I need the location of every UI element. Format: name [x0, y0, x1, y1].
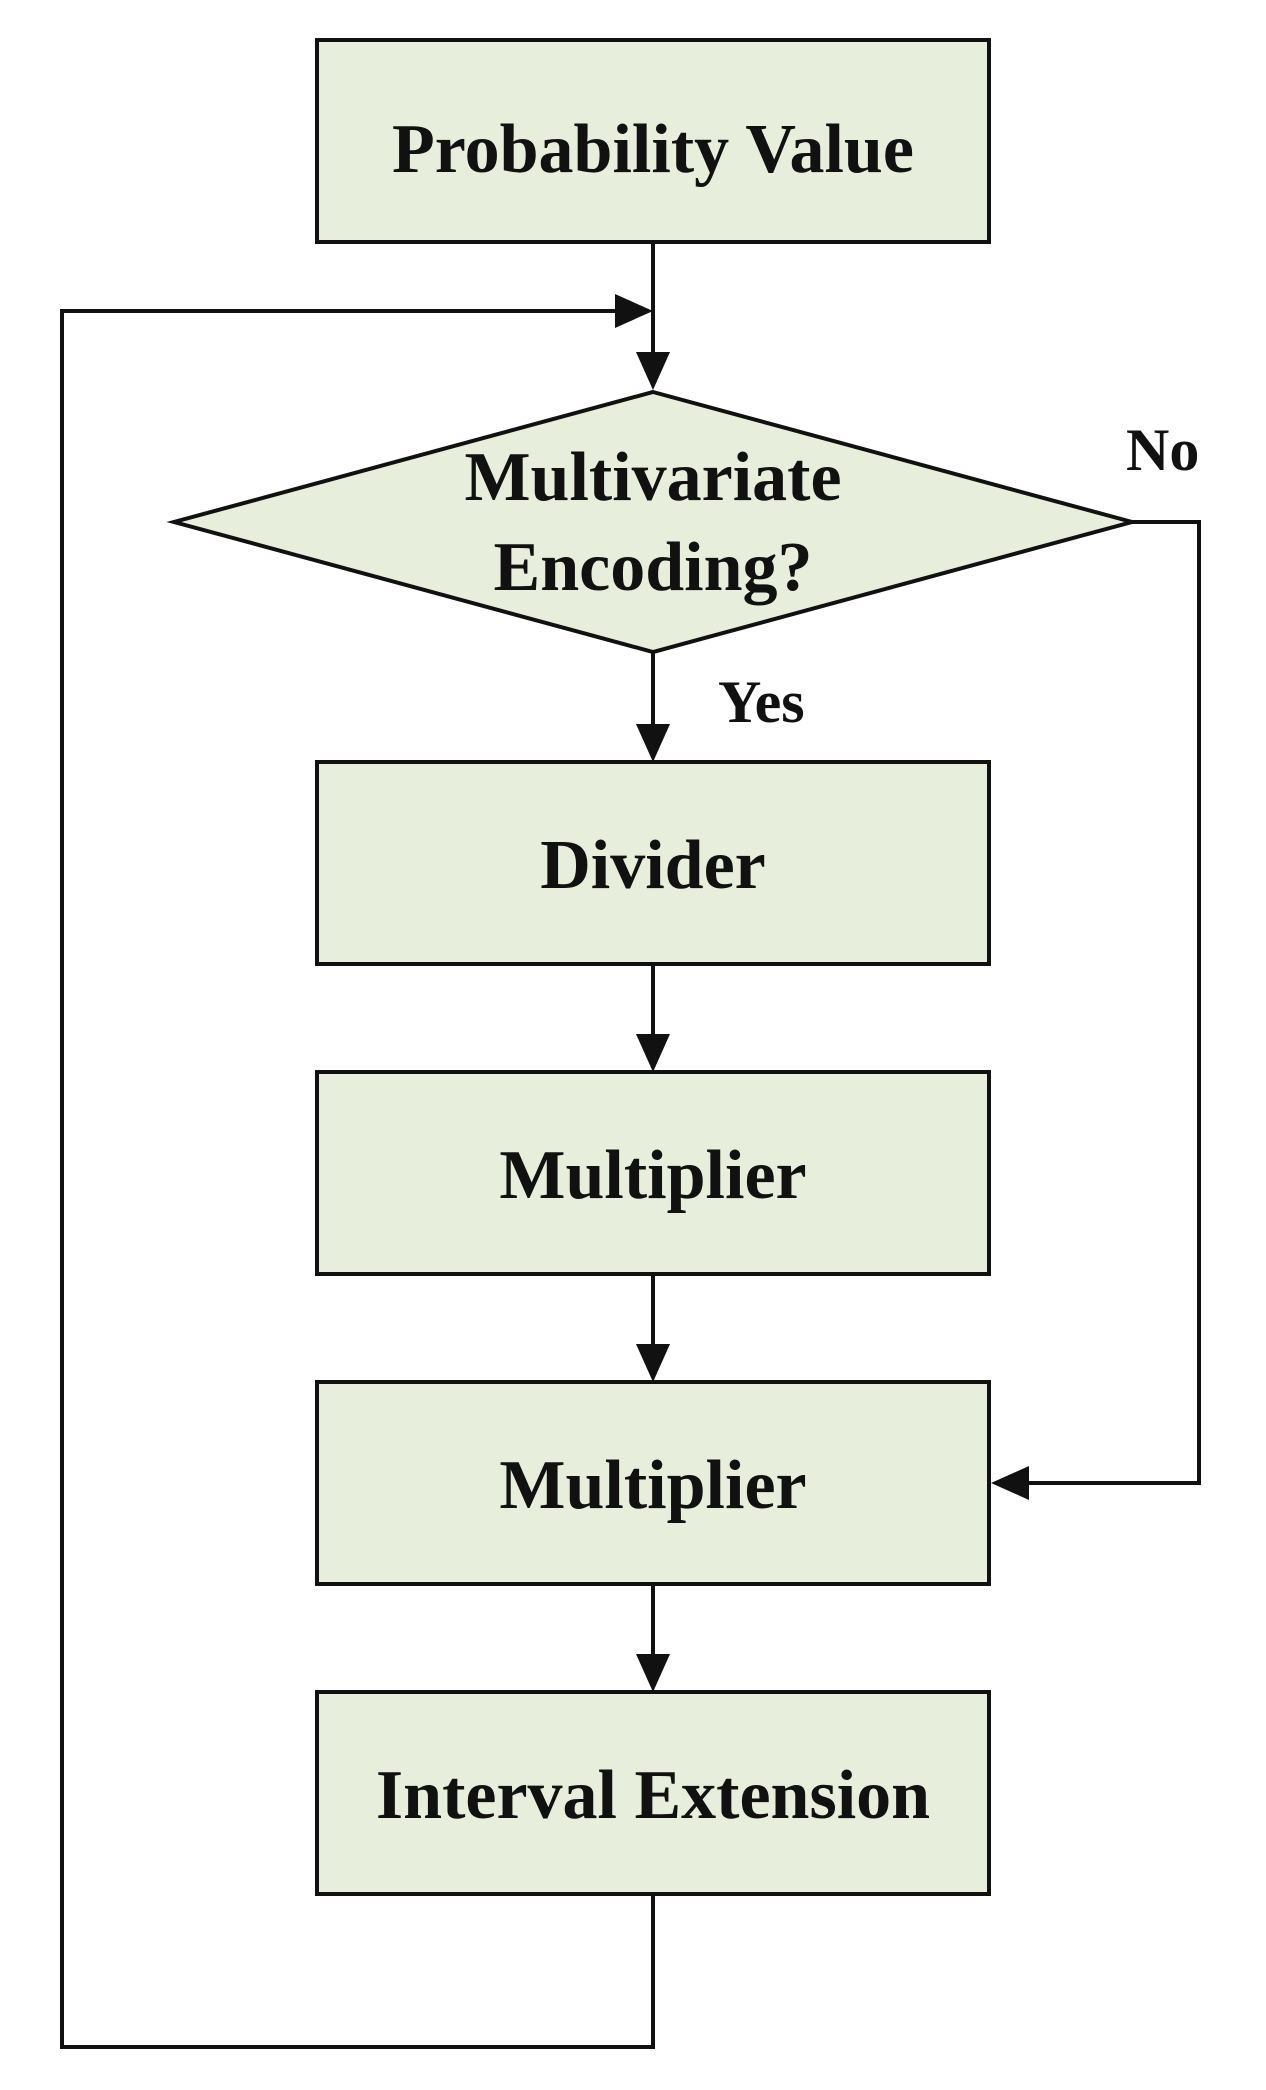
arrowhead-down [636, 1344, 670, 1382]
multiplier-1-node: Multiplier [315, 1070, 991, 1276]
decision-label-line2: Encoding? [494, 529, 813, 606]
arrowhead-down [636, 1034, 670, 1072]
arrowhead-down [636, 1654, 670, 1692]
multiplier-2-box [315, 1380, 991, 1586]
edge-line [1025, 520, 1201, 1485]
divider-box [315, 760, 991, 966]
edge-line [60, 309, 655, 2049]
multiplier-2-node: Multiplier [315, 1380, 991, 1586]
probability-value-node: Probability Value [315, 38, 991, 244]
decision-diamond [166, 389, 1140, 655]
multiplier-2-label: Multiplier [499, 1447, 806, 1524]
interval-extension-label: Interval Extension [376, 1757, 930, 1834]
multiplier-1-box [315, 1070, 991, 1276]
multivariate-encoding-decision: Multivariate Encoding? [166, 389, 1140, 655]
decision-label-line1: Multivariate [464, 439, 841, 516]
edge-multiplier-1-to-multiplier-2 [636, 1274, 670, 1382]
divider-node: Divider [315, 760, 991, 966]
yes-label: Yes [718, 669, 805, 735]
interval-extension-node: Interval Extension [315, 1690, 991, 1896]
edge-multiplier-2-to-interval-extension [636, 1584, 670, 1692]
no-label: No [1126, 417, 1199, 483]
interval-extension-box [315, 1690, 991, 1896]
edge-divider-to-multiplier-1 [636, 964, 670, 1072]
probability-value-box [315, 38, 991, 244]
arrowhead-left [991, 1466, 1029, 1500]
divider-label: Divider [540, 827, 766, 904]
arrowhead-right [615, 294, 653, 328]
edge-probability-to-decision [636, 242, 670, 390]
probability-value-label: Probability Value [392, 111, 914, 188]
arrowhead-down [636, 724, 670, 762]
edge-yes-to-divider: Yes [636, 652, 805, 762]
multiplier-1-label: Multiplier [499, 1137, 806, 1214]
edge-loop-back [60, 294, 655, 2049]
arrowhead-down [636, 352, 670, 390]
edge-no-to-multiplier-2: No [991, 417, 1201, 1500]
